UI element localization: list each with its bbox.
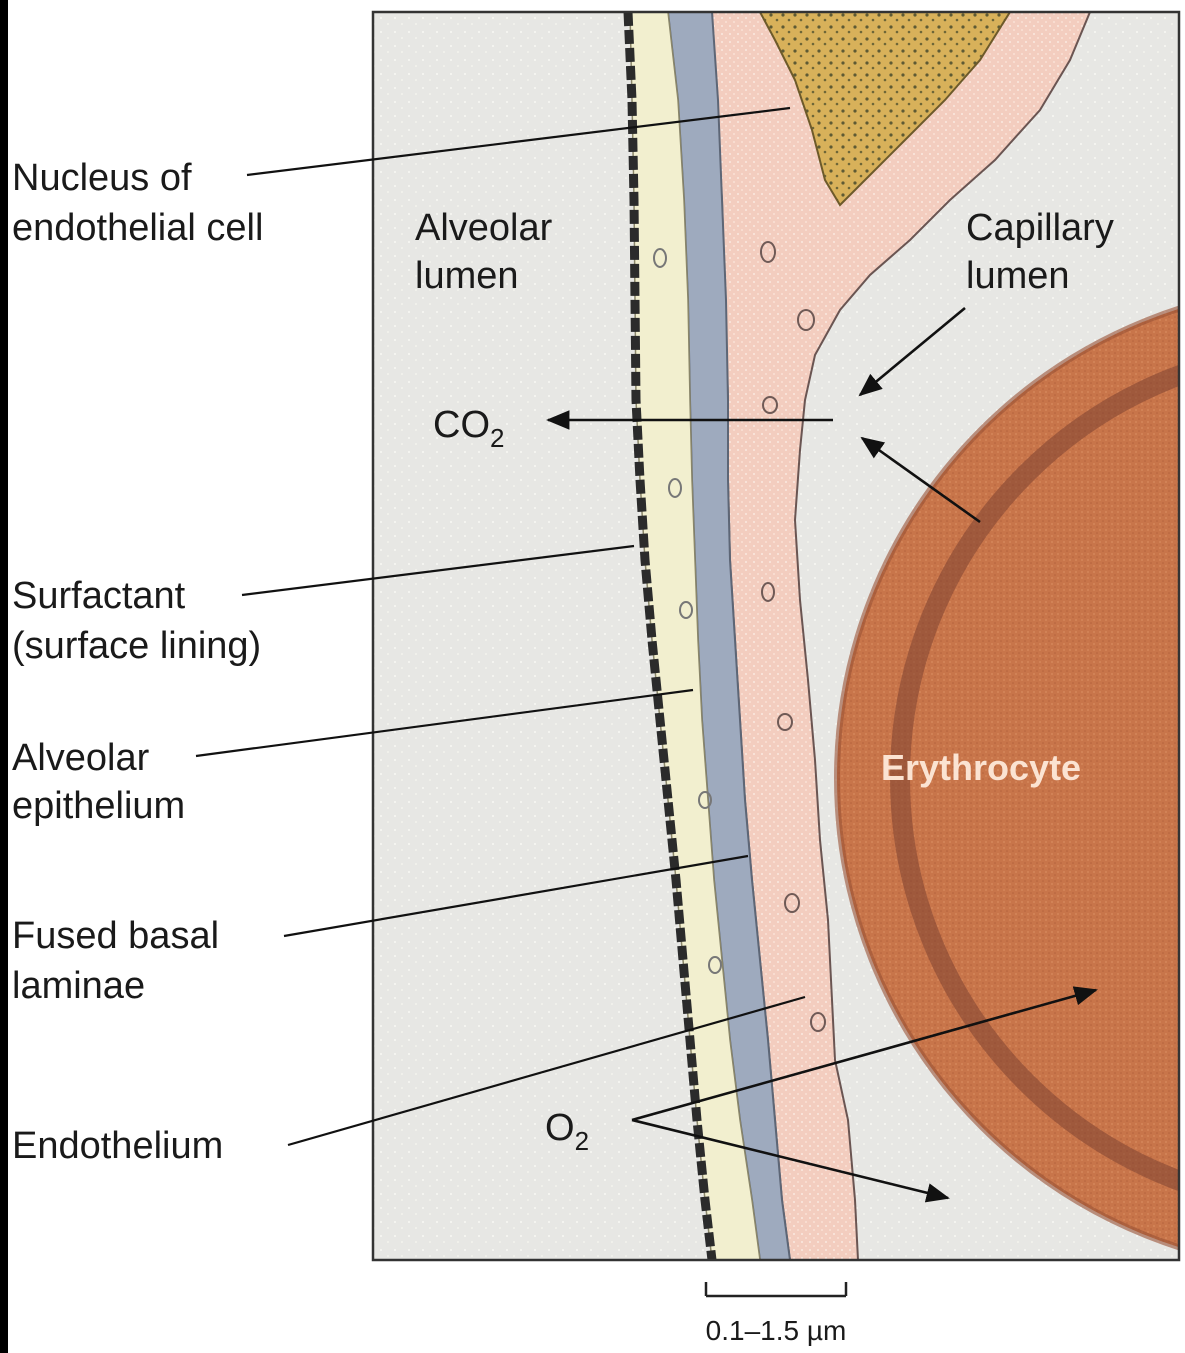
o2-subscript: 2	[575, 1126, 589, 1156]
scale-label: 0.1–1.5 µm	[706, 1315, 847, 1346]
erythrocyte-label: Erythrocyte	[881, 747, 1081, 788]
scale-bar	[706, 1282, 846, 1296]
alveolar-epithelium-label-line2: epithelium	[12, 785, 185, 827]
capillary-lumen-label-line1: Capillary	[966, 207, 1114, 249]
co2-text: CO	[433, 404, 490, 446]
surfactant-label-line1: Surfactant	[12, 575, 186, 617]
nucleus-label-line1: Nucleus of	[12, 157, 192, 199]
endothelium-label: Endothelium	[12, 1125, 223, 1167]
o2-text: O	[545, 1107, 575, 1149]
capillary-lumen-label-line2: lumen	[966, 255, 1070, 297]
co2-subscript: 2	[490, 423, 504, 453]
nucleus-label-line2: endothelial cell	[12, 207, 263, 249]
surfactant-label-line2: (surface lining)	[12, 625, 261, 667]
alveolar-lumen-label-line1: Alveolar	[415, 207, 553, 249]
alveolar-epithelium-label-line1: Alveolar	[12, 737, 150, 779]
basal-laminae-label-line1: Fused basal	[12, 915, 219, 957]
alveolar-lumen-label-line2: lumen	[415, 255, 519, 297]
basal-laminae-label-line2: laminae	[12, 965, 145, 1007]
